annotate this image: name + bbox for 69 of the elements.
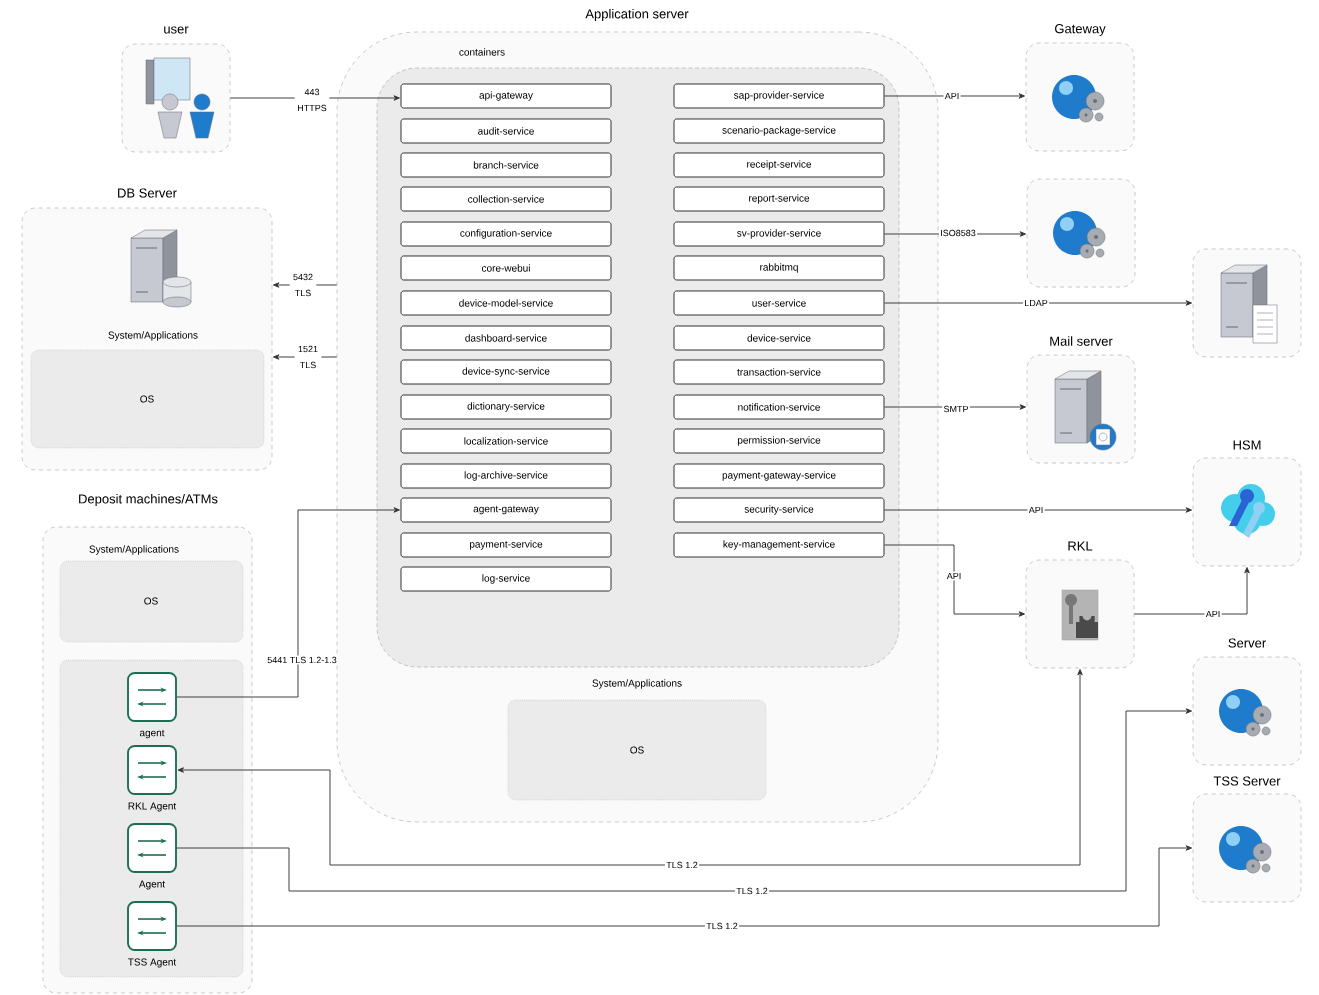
edge-label: SMTP — [942, 404, 970, 414]
service-box: localization-service — [400, 428, 612, 454]
system-box: System/Applications OS — [507, 679, 767, 801]
service-box: payment-service — [400, 532, 612, 558]
service-box: collection-service — [400, 186, 612, 212]
node-label: Application server — [585, 8, 689, 22]
arrow — [883, 300, 1192, 306]
service-box: core-webui — [400, 255, 612, 281]
service-box: audit-service — [400, 118, 612, 144]
service-box: sap-provider-service — [673, 83, 885, 109]
edge-label: API — [943, 91, 961, 101]
node-label: System/Applications — [89, 545, 179, 555]
node-label: user — [164, 26, 189, 34]
arrow — [176, 708, 1192, 892]
service-box: key-management-service — [673, 532, 885, 558]
service-box: api-gateway — [400, 83, 612, 109]
arrow — [176, 507, 400, 698]
arrow — [176, 845, 1192, 927]
service-box: agent-gateway — [400, 497, 612, 523]
node-label: Gateway — [1055, 24, 1106, 36]
service-box: branch-service — [400, 152, 612, 178]
service-box: permission-service — [673, 428, 885, 454]
node-label: Server — [1228, 638, 1266, 648]
service-box: dashboard-service — [400, 325, 612, 351]
edge-label: TLS 1.2 — [704, 921, 740, 931]
edge-label: 1521 TLS — [294, 344, 322, 370]
node-label: TSS Server — [1213, 776, 1281, 786]
edge-label: 5441 TLS 1.2-1.3 — [265, 655, 339, 665]
arrow — [1133, 567, 1250, 615]
service-box: receipt-service — [673, 152, 885, 178]
service-box: transaction-service — [673, 359, 885, 385]
edge-label: API — [1027, 505, 1045, 515]
service-box: scenario-package-service — [673, 118, 885, 144]
edge-label: TLS 1.2 — [734, 886, 770, 896]
node-label: Mail server — [1050, 336, 1113, 346]
node-label: System/Applications — [108, 331, 198, 341]
arrow — [177, 669, 1083, 866]
node-label: DB Server — [118, 188, 177, 198]
service-box: configuration-service — [400, 221, 612, 247]
arrow — [883, 93, 1025, 99]
node-label: HSM — [1233, 440, 1261, 450]
service-box: security-service — [673, 497, 885, 523]
edge-label: ISO8583 — [938, 228, 978, 238]
service-box: dictionary-service — [400, 394, 612, 420]
service-box: notification-service — [673, 394, 885, 420]
edge-label: API — [945, 571, 963, 581]
service-box: log-archive-service — [400, 463, 612, 489]
service-box: user-service — [673, 290, 885, 316]
service-box: sv-provider-service — [673, 221, 885, 247]
system-box: System/Applications OS — [30, 331, 265, 449]
service-box: payment-gateway-service — [673, 463, 885, 489]
node-label: Deposit machines/ATMs — [79, 493, 218, 507]
arrow — [883, 507, 1192, 513]
service-box: rabbitmq — [673, 255, 885, 281]
edge-label: LDAP — [1022, 298, 1050, 308]
edge-label: TLS 1.2 — [664, 860, 700, 870]
service-box: log-service — [400, 566, 612, 592]
arrow — [883, 544, 1025, 617]
node-label: RKL — [1068, 541, 1093, 551]
service-box: device-model-service — [400, 290, 612, 316]
edge-label: 443 HTTPS — [294, 87, 330, 113]
node-label: containers — [459, 48, 505, 56]
system-box: System/Applications OS — [59, 545, 244, 643]
edge-label: 5432 TLS — [289, 272, 317, 298]
edge-label: API — [1204, 609, 1222, 619]
service-box: device-sync-service — [400, 359, 612, 385]
service-box: device-service — [673, 325, 885, 351]
node-label: System/Applications — [592, 679, 682, 689]
service-box: report-service — [673, 186, 885, 212]
